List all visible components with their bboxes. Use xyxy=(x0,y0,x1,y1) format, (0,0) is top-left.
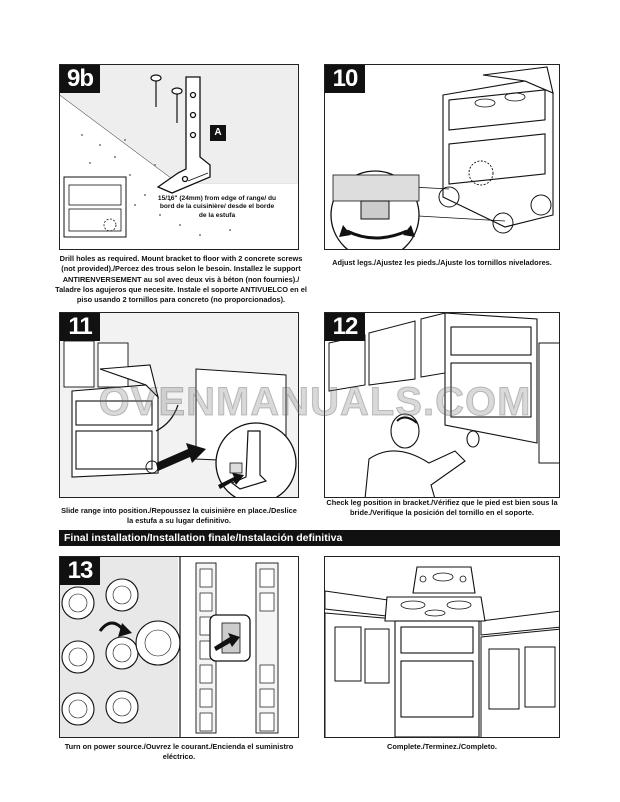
step-9b-panel: 9b xyxy=(59,64,299,250)
step-number-11: 11 xyxy=(60,313,100,341)
step-13-caption: Turn on power source./Ouvrez le courant.… xyxy=(64,742,294,762)
step-9b-caption: Drill holes as required. Mount bracket t… xyxy=(55,254,307,305)
step-11-panel: 11 xyxy=(59,312,299,498)
step-10-illustration xyxy=(330,66,554,249)
complete-caption: Complete./Terminez./Completo. xyxy=(387,742,497,751)
step-number-12: 12 xyxy=(325,313,365,341)
step-number-10: 10 xyxy=(325,65,365,93)
step-13-illustration xyxy=(60,557,298,737)
step-10-panel: 10 xyxy=(324,64,560,250)
step-11-caption: Slide range into position./Repoussez la … xyxy=(61,506,297,526)
step-12-panel: 12 xyxy=(324,312,560,498)
step-11-illustration xyxy=(60,313,298,497)
step-number-13: 13 xyxy=(60,557,100,585)
step-13-panel: 13 xyxy=(59,556,299,738)
dimension-note: 15/16" (24mm) from edge of range/ du bor… xyxy=(157,195,277,219)
step-9b-illustration xyxy=(60,65,298,238)
step-10-caption: Adjust legs./Ajustez les pieds./Ajuste l… xyxy=(332,258,552,267)
complete-panel xyxy=(324,556,560,738)
callout-a-label: A xyxy=(210,125,226,141)
step-number-9b: 9b xyxy=(60,65,100,93)
final-installation-heading: Final installation/Installation finale/I… xyxy=(59,530,560,546)
step-12-caption: Check leg position in bracket./Vérifiez … xyxy=(326,498,558,518)
complete-illustration xyxy=(325,566,559,737)
step-12-illustration xyxy=(328,313,559,497)
